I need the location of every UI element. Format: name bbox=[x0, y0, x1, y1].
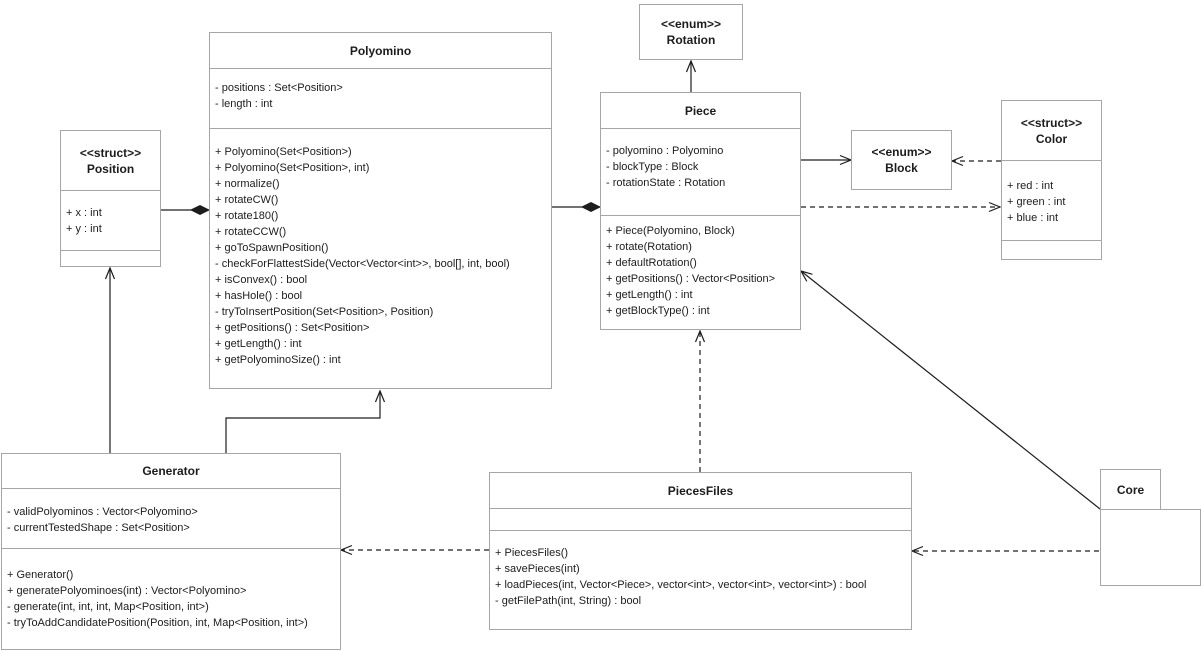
method: + rotateCCW() bbox=[215, 226, 287, 238]
method: + rotate(Rotation) bbox=[606, 241, 692, 253]
methods-compartment: + Piece(Polyomino, Block) + rotate(Rotati… bbox=[601, 216, 800, 329]
class-piecesfiles-title: PiecesFiles bbox=[490, 473, 911, 509]
attributes-compartment bbox=[490, 509, 911, 531]
method: + getPositions() : Vector<Position> bbox=[606, 273, 776, 285]
attribute: - positions : Set<Position> bbox=[215, 82, 343, 94]
method: + goToSpawnPosition() bbox=[215, 242, 329, 254]
class-name: PiecesFiles bbox=[667, 483, 734, 498]
attribute: - polyomino : Polyomino bbox=[606, 145, 724, 157]
method: + loadPieces(int, Vector<Piece>, vector<… bbox=[495, 579, 867, 591]
package-name: Core bbox=[1116, 482, 1145, 497]
attribute: - length : int bbox=[215, 98, 273, 110]
class-piece-title: Piece bbox=[601, 93, 800, 129]
method: + rotate180() bbox=[215, 210, 279, 222]
enum-rotation: <<enum>> Rotation bbox=[639, 4, 743, 60]
attributes-compartment: + x : int + y : int bbox=[61, 191, 160, 251]
method: + getPositions() : Set<Position> bbox=[215, 322, 370, 334]
attributes-compartment: - polyomino : Polyomino - blockType : Blo… bbox=[601, 129, 800, 216]
methods-compartment: + Polyomino(Set<Position>) + Polyomino(Se… bbox=[210, 129, 551, 388]
method: + Polyomino(Set<Position>, int) bbox=[215, 162, 370, 174]
association-core-to-piece bbox=[799, 270, 1101, 510]
class-name: Position bbox=[86, 161, 135, 176]
method: + defaultRotation() bbox=[606, 257, 697, 269]
method: + rotateCW() bbox=[215, 194, 279, 206]
class-name: Piece bbox=[684, 103, 717, 118]
package-core-tab: Core bbox=[1100, 469, 1161, 510]
method: + savePieces(int) bbox=[495, 563, 580, 575]
method: + getLength() : int bbox=[606, 289, 693, 301]
class-name: Polyomino bbox=[349, 43, 412, 58]
method: + getLength() : int bbox=[215, 338, 302, 350]
method: + Piece(Polyomino, Block) bbox=[606, 225, 735, 237]
class-name: Rotation bbox=[666, 33, 716, 47]
attribute: + green : int bbox=[1007, 196, 1066, 208]
method: + PiecesFiles() bbox=[495, 547, 569, 559]
attribute: - rotationState : Rotation bbox=[606, 177, 726, 189]
class-name: Generator bbox=[142, 464, 200, 478]
class-name: Block bbox=[885, 161, 918, 175]
method: + Polyomino(Set<Position>) bbox=[215, 146, 352, 158]
stereotype-label: <<enum>> bbox=[660, 17, 722, 31]
class-polyomino: Polyomino - positions : Set<Position> - l… bbox=[209, 32, 552, 389]
attributes-compartment: - positions : Set<Position> - length : in… bbox=[210, 69, 551, 129]
method: - checkForFlattestSide(Vector<Vector<int… bbox=[215, 258, 510, 270]
method: + isConvex() : bool bbox=[215, 274, 308, 286]
attribute: + x : int bbox=[66, 207, 102, 219]
method: - generate(int, int, int, Map<Position, … bbox=[7, 601, 209, 613]
attribute: - validPolyominos : Vector<Polyomino> bbox=[7, 506, 198, 518]
attributes-compartment: + red : int + green : int + blue : int bbox=[1002, 161, 1101, 241]
methods-compartment bbox=[61, 251, 160, 266]
attribute: - currentTestedShape : Set<Position> bbox=[7, 522, 190, 534]
struct-color-title: <<struct>> Color bbox=[1002, 101, 1101, 161]
class-position: <<struct>> Position + x : int + y : int bbox=[60, 130, 161, 267]
attribute: + y : int bbox=[66, 223, 102, 235]
attribute: - blockType : Block bbox=[606, 161, 699, 173]
enum-block: <<enum>> Block bbox=[851, 130, 952, 190]
class-generator-title: Generator bbox=[2, 454, 340, 489]
method: - tryToAddCandidatePosition(Position, in… bbox=[7, 617, 308, 629]
methods-compartment: + PiecesFiles() + savePieces(int) + loadPi… bbox=[490, 531, 911, 629]
struct-color: <<struct>> Color + red : int + green : in… bbox=[1001, 100, 1102, 260]
method: + generatePolyominoes(int) : Vector<Poly… bbox=[7, 585, 247, 597]
attributes-compartment: - validPolyominos : Vector<Polyomino> - c… bbox=[2, 489, 340, 549]
attribute: + blue : int bbox=[1007, 212, 1059, 224]
stereotype-label: <<enum>> bbox=[871, 145, 932, 159]
enum-rotation-title: <<enum>> Rotation bbox=[640, 5, 742, 59]
methods-compartment bbox=[1002, 241, 1101, 259]
stereotype-label: <<struct>> bbox=[1020, 115, 1083, 130]
method: + getBlockType() : int bbox=[606, 305, 710, 317]
class-piecesfiles: PiecesFiles + PiecesFiles() + savePieces(… bbox=[489, 472, 912, 630]
package-core-body bbox=[1100, 509, 1201, 586]
method: + hasHole() : bool bbox=[215, 290, 303, 302]
class-polyomino-title: Polyomino bbox=[210, 33, 551, 69]
class-generator: Generator - validPolyominos : Vector<Pol… bbox=[1, 453, 341, 650]
association-generator-to-polyomino bbox=[225, 389, 386, 453]
attribute: + red : int bbox=[1007, 180, 1054, 192]
method: - getFilePath(int, String) : bool bbox=[495, 595, 642, 607]
methods-compartment: + Generator() + generatePolyominoes(int) … bbox=[2, 549, 340, 649]
method: - tryToInsertPosition(Set<Position>, Pos… bbox=[215, 306, 434, 318]
method: + getPolyominoSize() : int bbox=[215, 354, 341, 366]
class-position-title: <<struct>> Position bbox=[61, 131, 160, 191]
class-piece: Piece - polyomino : Polyomino - blockType… bbox=[600, 92, 801, 330]
stereotype-label: <<struct>> bbox=[79, 145, 142, 160]
class-name: Color bbox=[1035, 131, 1068, 146]
method: + normalize() bbox=[215, 178, 280, 190]
method: + Generator() bbox=[7, 569, 74, 581]
enum-block-title: <<enum>> Block bbox=[852, 131, 951, 189]
